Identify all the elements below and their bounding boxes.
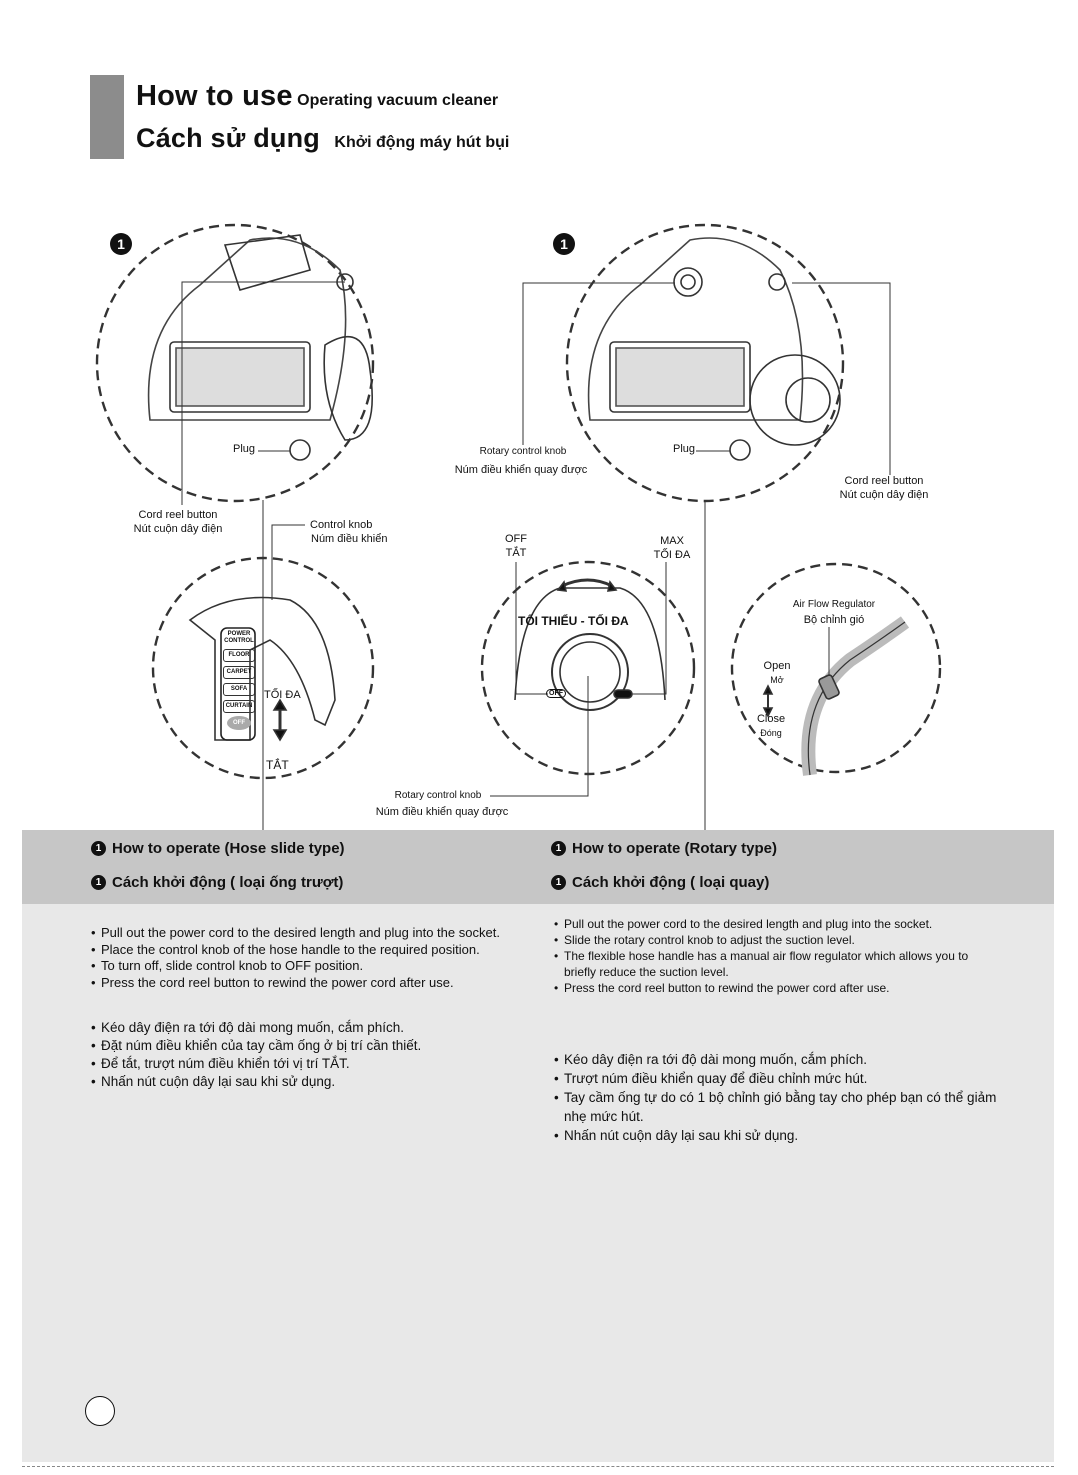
panel-sofa: SOFA [223,683,255,696]
subtitle-en: Operating vacuum cleaner [297,92,499,109]
rotary-section-title-en: 1 How to operate (Rotary type) [551,840,777,857]
list-item: Tay cầm ống tự do có 1 bộ chỉnh gió bằng… [554,1088,1004,1126]
dial-off-mark: OFF [546,689,566,698]
label-max-vi-left: TỐI ĐA [264,689,301,701]
list-item: Press the cord reel button to rewind the… [554,980,994,996]
step-badge-left: 1 [110,233,132,255]
panel-power-control: POWER CONTROL [224,631,254,644]
label-rotary2-en: Rotary control knob [394,790,482,801]
label-plug-right: Plug [673,443,696,455]
rotary-section-title-vi: 1 Cách khởi động ( loại quay) [551,874,769,891]
label-rotary-en: Rotary control knob [479,446,567,457]
air-flow-circle [730,562,942,774]
instructions-panel [22,904,1054,1462]
step-one-icon: 1 [551,841,566,856]
step-one-icon: 1 [551,875,566,890]
hose-steps-vi: Kéo dây điện ra tới độ dài mong muốn, cắ… [91,1019,541,1091]
page-number-circle [85,1396,115,1426]
list-item: The flexible hose handle has a manual ai… [554,948,994,980]
label-open-vi: Mở [770,675,784,685]
list-item: Nhấn nút cuộn dây lại sau khi sử dụng. [91,1073,541,1091]
label-rotary2-vi: Núm điều khiển quay được [375,806,509,818]
left-body-circle [95,223,375,503]
label-rotary-vi: Núm điều khiển quay được [454,464,588,476]
list-item: Kéo dây điện ra tới độ dài mong muốn, cắ… [554,1050,1004,1069]
page-title-en: How to use Operating vacuum cleaner [136,80,498,113]
subtitle-vi: Khởi động máy hút bụi [334,134,510,151]
label-plug-left: Plug [233,443,256,455]
list-item: Place the control knob of the hose handl… [91,942,541,959]
list-item: Trượt núm điều khiển quay để điều chỉnh … [554,1069,1004,1088]
label-close-vi: Đóng [760,728,782,738]
label-cord-reel-right-vi: Nút cuộn dây điện [839,489,929,501]
rotary-title-en-text: How to operate (Rotary type) [572,840,778,857]
list-item: Pull out the power cord to the desired l… [91,925,541,942]
hose-title-vi-text: Cách khởi động ( loại ống trượt) [112,874,344,891]
label-control-knob-vi: Núm điều khiển [311,533,388,545]
hose-steps-en: Pull out the power cord to the desired l… [91,925,541,991]
label-cord-reel-right: Cord reel button Nút cuộn dây điện [830,474,938,502]
label-air-flow-vi: Bộ chỉnh gió [803,614,865,626]
panel-carpet: CARPET [223,666,255,679]
step-one-icon: 1 [91,841,106,856]
title-en: How to use [136,80,293,112]
list-item: Slide the rotary control knob to adjust … [554,932,994,948]
rotary-steps-vi: Kéo dây điện ra tới độ dài mong muốn, cắ… [554,1050,1004,1145]
rotary-steps-en: Pull out the power cord to the desired l… [554,916,994,996]
hose-control-panel: POWER CONTROL FLOOR CARPET SOFA CURTAIN … [223,631,255,730]
label-off-right: OFF TẮT [498,532,534,560]
label-open: Open Mở [754,659,800,687]
section-header-band [22,830,1054,904]
label-off-en: OFF [505,533,527,545]
list-item: To turn off, slide control knob to OFF p… [91,958,541,975]
label-close: Close Đóng [748,712,794,740]
hose-title-en-text: How to operate (Hose slide type) [112,840,345,857]
label-open-en: Open [763,660,791,672]
label-cord-reel-right-en: Cord reel button [844,475,924,487]
header-accent-bar [90,75,124,159]
label-max-vi: TỐI ĐA [653,549,691,561]
list-item: Press the cord reel button to rewind the… [91,975,541,992]
panel-floor: FLOOR [223,649,255,662]
panel-off-slider: OFF [227,716,251,730]
label-max-en: MAX [660,535,684,547]
list-item: Để tắt, trượt núm điều khiển tới vị trí … [91,1055,541,1073]
label-max-right: MAX TỐI ĐA [646,534,698,562]
footer-divider [22,1466,1054,1467]
list-item: Kéo dây điện ra tới độ dài mong muốn, cắ… [91,1019,541,1037]
label-cord-reel-vi: Nút cuộn dây điện [133,523,223,535]
label-close-en: Close [756,713,786,725]
title-vi: Cách sử dụng [136,123,320,153]
label-cord-reel-en: Cord reel button [138,509,218,521]
rotary-title-vi-text: Cách khởi động ( loại quay) [572,874,770,891]
list-item: Đặt núm điều khiển của tay cầm ống ở bị … [91,1037,541,1055]
label-air-flow-en: Air Flow Regulator [792,599,876,610]
label-control-knob-en: Control knob [310,519,373,531]
page-title-vi: Cách sử dụng Khởi động máy hút bụi [136,123,509,154]
hose-section-title-vi: 1 Cách khởi động ( loại ống trượt) [91,874,343,891]
label-control-knob: Control knob Núm điều khiển [310,518,387,546]
list-item: Nhấn nút cuộn dây lại sau khi sử dụng. [554,1126,1004,1145]
hose-section-title-en: 1 How to operate (Hose slide type) [91,840,345,857]
label-range-vi: TỐI THIỂU - TỐI ĐA [518,614,629,628]
step-one-icon: 1 [91,875,106,890]
label-cord-reel-left: Cord reel button Nút cuộn dây điện [130,508,226,536]
label-off-vi: TẮT [505,547,527,559]
panel-curtain: CURTAIN [223,700,255,713]
step-badge-right: 1 [553,233,575,255]
list-item: Pull out the power cord to the desired l… [554,916,994,932]
label-off-vi-left: TẮT [266,758,289,772]
vacuum-illustrations [95,223,942,830]
